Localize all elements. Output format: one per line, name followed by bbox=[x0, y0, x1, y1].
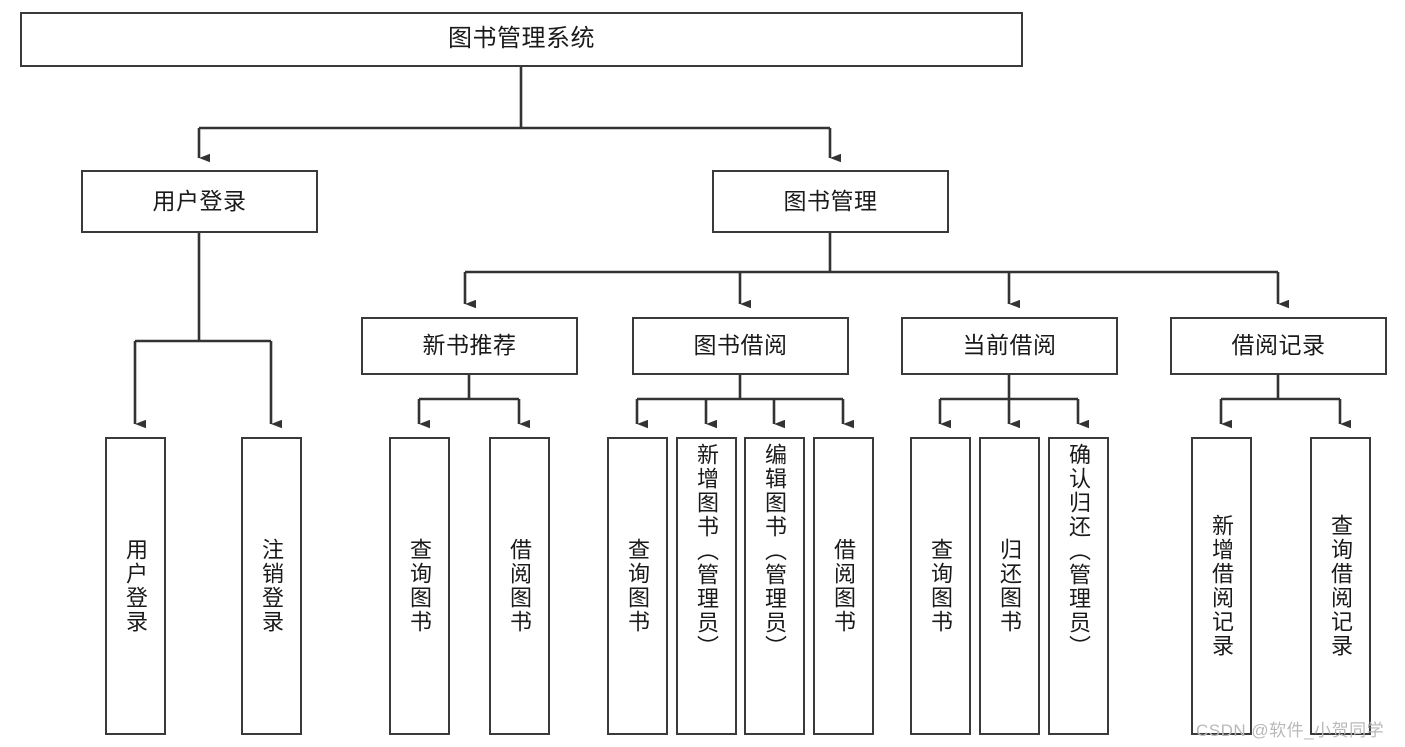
node-label: 新书推荐 bbox=[422, 332, 517, 359]
leaf-borrow-add-book-admin[interactable]: 新增图书（管理员） bbox=[676, 437, 737, 735]
node-book-borrow[interactable]: 图书借阅 bbox=[632, 317, 849, 375]
node-label: 归还图书 bbox=[997, 538, 1023, 634]
node-book-management[interactable]: 图书管理 bbox=[712, 170, 949, 233]
leaf-recommend-query-book[interactable]: 查询图书 bbox=[389, 437, 450, 735]
node-label: 查询图书 bbox=[928, 538, 954, 634]
node-root-system[interactable]: 图书管理系统 bbox=[20, 12, 1023, 67]
node-label: 查询借阅记录 bbox=[1328, 514, 1354, 658]
node-label: 注销登录 bbox=[259, 538, 285, 634]
node-new-book-recommend[interactable]: 新书推荐 bbox=[361, 317, 578, 375]
node-label: 当前借阅 bbox=[962, 332, 1057, 359]
leaf-current-confirm-return-admin[interactable]: 确认归还（管理员） bbox=[1048, 437, 1109, 735]
node-label: 借阅记录 bbox=[1231, 332, 1326, 359]
node-label: 新增借阅记录 bbox=[1209, 514, 1235, 658]
csdn-watermark: CSDN @软件_小贺同学 bbox=[1196, 721, 1385, 740]
leaf-current-query-book[interactable]: 查询图书 bbox=[910, 437, 971, 735]
leaf-borrow-edit-book-admin[interactable]: 编辑图书（管理员） bbox=[744, 437, 805, 735]
node-label: 编辑图书（管理员） bbox=[762, 443, 788, 659]
node-label: 确认归还（管理员） bbox=[1066, 443, 1092, 659]
node-user-login[interactable]: 用户登录 bbox=[81, 170, 318, 233]
leaf-user-login-logout[interactable]: 注销登录 bbox=[241, 437, 302, 735]
leaf-records-add-record[interactable]: 新增借阅记录 bbox=[1191, 437, 1252, 735]
leaf-current-return-book[interactable]: 归还图书 bbox=[979, 437, 1040, 735]
node-label: 查询图书 bbox=[407, 538, 433, 634]
leaf-borrow-query-book[interactable]: 查询图书 bbox=[607, 437, 668, 735]
leaf-records-query-record[interactable]: 查询借阅记录 bbox=[1310, 437, 1371, 735]
leaf-user-login-login[interactable]: 用户登录 bbox=[105, 437, 166, 735]
leaf-recommend-borrow-book[interactable]: 借阅图书 bbox=[489, 437, 550, 735]
node-label: 用户登录 bbox=[152, 187, 247, 214]
node-label: 查询图书 bbox=[625, 538, 651, 634]
node-label: 借阅图书 bbox=[507, 538, 533, 634]
node-borrow-records[interactable]: 借阅记录 bbox=[1170, 317, 1387, 375]
node-current-borrow[interactable]: 当前借阅 bbox=[901, 317, 1118, 375]
node-label: 图书管理 bbox=[783, 187, 878, 214]
node-label: 图书管理系统 bbox=[448, 25, 595, 53]
node-label: 借阅图书 bbox=[831, 538, 857, 634]
node-label: 图书借阅 bbox=[693, 332, 788, 359]
node-label: 用户登录 bbox=[123, 538, 149, 634]
leaf-borrow-borrow-book[interactable]: 借阅图书 bbox=[813, 437, 874, 735]
node-label: 新增图书（管理员） bbox=[694, 443, 720, 659]
